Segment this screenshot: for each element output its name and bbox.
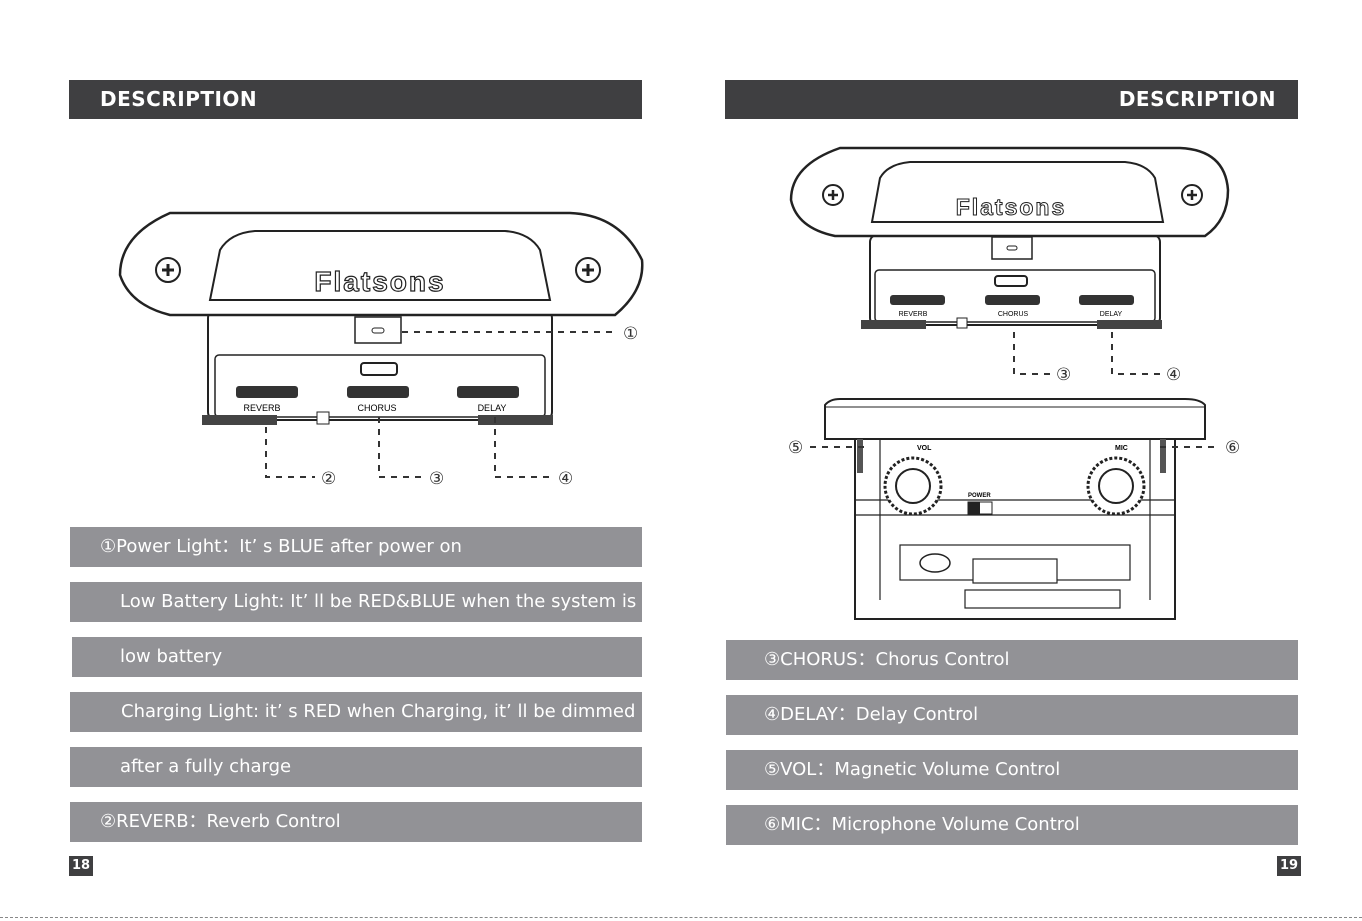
right-desc-text-2: ④DELAY：Delay Control xyxy=(764,704,979,725)
mic-knob xyxy=(1086,456,1146,516)
power-switch-label: POWER xyxy=(968,493,991,499)
left-desc-bar-5: after a fully charge xyxy=(70,747,642,787)
left-device-illustration: Flatsons REVERB CHORUS DELAY ① ② ③ ④ xyxy=(118,211,644,488)
left-callout-1: ① xyxy=(623,324,638,343)
vol-label: VOL xyxy=(917,445,932,452)
vol-knob xyxy=(883,456,943,516)
right-desc-bar-2: ④DELAY：Delay Control xyxy=(726,695,1298,735)
right-desc-bar-1: ③CHORUS：Chorus Control xyxy=(726,640,1298,680)
left-brand-logo: Flatsons xyxy=(314,266,445,297)
right-knob-label-reverb: REVERB xyxy=(899,311,928,318)
left-knob-label-chorus: CHORUS xyxy=(357,403,396,413)
right-knob-label-delay: DELAY xyxy=(1100,311,1123,318)
right-callout-6: ⑥ xyxy=(1225,438,1240,457)
left-callout-4: ④ xyxy=(558,469,573,488)
left-desc-text-4: Charging Light: it’ s RED when Charging,… xyxy=(121,701,636,722)
right-desc-bar-3: ⑤VOL：Magnetic Volume Control xyxy=(726,750,1298,790)
right-device-side-illustration: VOL MIC POWER ⑤ ⑥ xyxy=(788,398,1240,620)
right-knob-wheels xyxy=(890,295,1134,305)
left-desc-bar-1: ①Power Light：It’ s BLUE after power on xyxy=(70,527,642,567)
right-desc-bar-4: ⑥MIC：Microphone Volume Control xyxy=(726,805,1298,845)
right-desc-text-4: ⑥MIC：Microphone Volume Control xyxy=(764,814,1080,835)
right-usb-port xyxy=(994,275,1028,287)
left-knob-wheels xyxy=(236,386,519,398)
right-desc-text-3: ⑤VOL：Magnetic Volume Control xyxy=(764,759,1061,780)
left-knob-label-delay: DELAY xyxy=(478,403,507,413)
left-desc-text-2: Low Battery Light: It’ ll be RED&BLUE wh… xyxy=(120,591,642,612)
left-callout-2: ② xyxy=(321,469,336,488)
left-desc-text-3: low battery xyxy=(120,646,223,667)
right-callout-5: ⑤ xyxy=(788,438,803,457)
right-screw-left xyxy=(822,184,844,206)
left-desc-bar-4: Charging Light: it’ s RED when Charging,… xyxy=(70,692,642,732)
left-header-bar: DESCRIPTION xyxy=(69,80,642,119)
left-screw-left xyxy=(155,257,181,283)
left-screw-right xyxy=(575,257,601,283)
right-screw-right xyxy=(1181,184,1203,206)
right-brand-logo: Flatsons xyxy=(956,194,1067,220)
left-desc-text-1: ①Power Light：It’ s BLUE after power on xyxy=(100,536,462,557)
right-page-number: 19 xyxy=(1277,856,1302,876)
right-device-top-illustration: Flatsons REVERB CHORUS DELAY ③ ④ xyxy=(789,146,1230,384)
left-page-number: 18 xyxy=(69,856,94,876)
left-desc-text-5: after a fully charge xyxy=(120,756,292,777)
mic-label: MIC xyxy=(1115,445,1128,452)
left-desc-bar-3: low battery xyxy=(72,637,642,677)
left-usb-port xyxy=(360,362,398,376)
right-desc-text-1: ③CHORUS：Chorus Control xyxy=(764,649,1010,670)
right-callout-3: ③ xyxy=(1056,365,1071,384)
left-desc-text-6: ②REVERB：Reverb Control xyxy=(100,811,341,832)
right-callout-4: ④ xyxy=(1166,365,1181,384)
right-header-bar: DESCRIPTION xyxy=(725,80,1298,119)
left-page-title: DESCRIPTION xyxy=(100,87,258,111)
right-page-title: DESCRIPTION xyxy=(1118,87,1276,111)
page-bottom-trim-line xyxy=(0,917,1362,918)
left-desc-bar-2: Low Battery Light: It’ ll be RED&BLUE wh… xyxy=(70,582,642,622)
right-knob-label-chorus: CHORUS xyxy=(998,311,1029,318)
left-desc-bar-6: ②REVERB：Reverb Control xyxy=(70,802,642,842)
left-knob-label-reverb: REVERB xyxy=(243,403,280,413)
left-callout-3: ③ xyxy=(429,469,444,488)
